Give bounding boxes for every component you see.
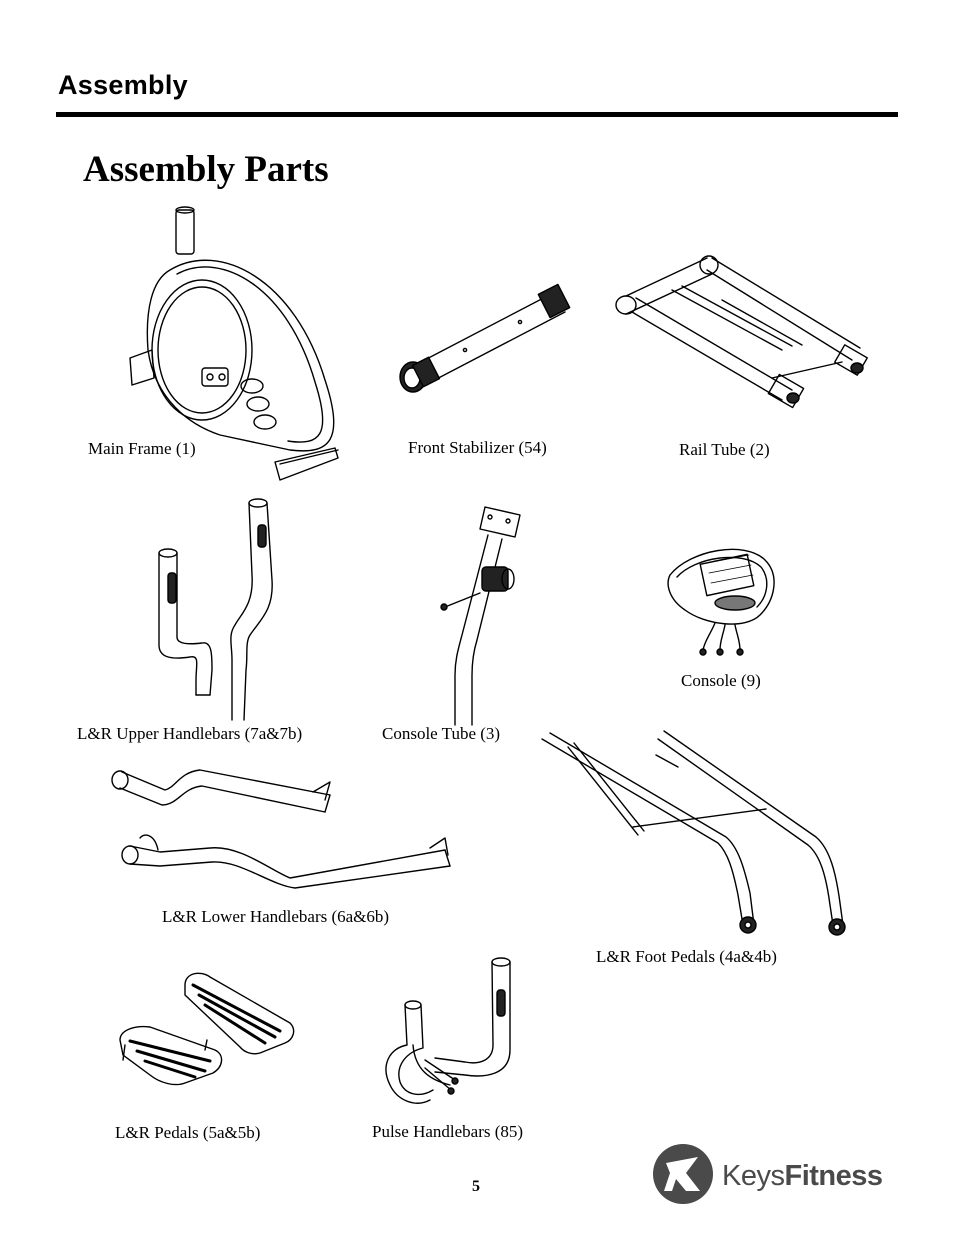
part-caption-pedals: L&R Pedals (5a&5b) [115,1123,261,1142]
pedals-drawing [119,972,295,1086]
part-caption-front-stabilizer: Front Stabilizer (54) [408,438,547,457]
rail-tube-drawing [615,255,868,409]
console-tube-drawing [440,506,521,726]
logo-text-fitness: Fitness [784,1160,883,1192]
part-caption-pulse-handlebars: Pulse Handlebars (85) [372,1122,524,1141]
foot-pedals-drawing [541,730,846,936]
part-caption-console: Console (9) [681,671,761,690]
upper-handlebars-drawing [158,498,273,721]
lower-handlebars-drawing [111,769,451,889]
page-number: 5 [472,1178,480,1195]
part-caption-foot-pedals: L&R Foot Pedals (4a&4b) [596,947,777,966]
logo-wordmark: KeysFitness [722,1160,883,1193]
logo-text-keys: Keys [722,1160,785,1192]
keysfitness-logo: KeysFitness [652,1143,898,1205]
front-stabilizer-drawing [399,283,571,393]
part-caption-rail-tube: Rail Tube (2) [679,440,770,459]
console-drawing [667,548,775,656]
part-caption-console-tube: Console Tube (3) [382,724,501,743]
pulse-handlebars-drawing [385,957,511,1104]
part-caption-main-frame: Main Frame (1) [88,439,196,458]
page-title: Assembly Parts [83,149,329,190]
main-frame-drawing [129,206,339,481]
section-title: Assembly [58,70,188,100]
part-caption-upper-handlebars: L&R Upper Handlebars (7a&7b) [77,724,303,743]
header-rule [56,112,898,117]
part-caption-lower-handlebars: L&R Lower Handlebars (6a&6b) [162,907,390,926]
keysfitness-emblem-icon [653,1144,713,1204]
